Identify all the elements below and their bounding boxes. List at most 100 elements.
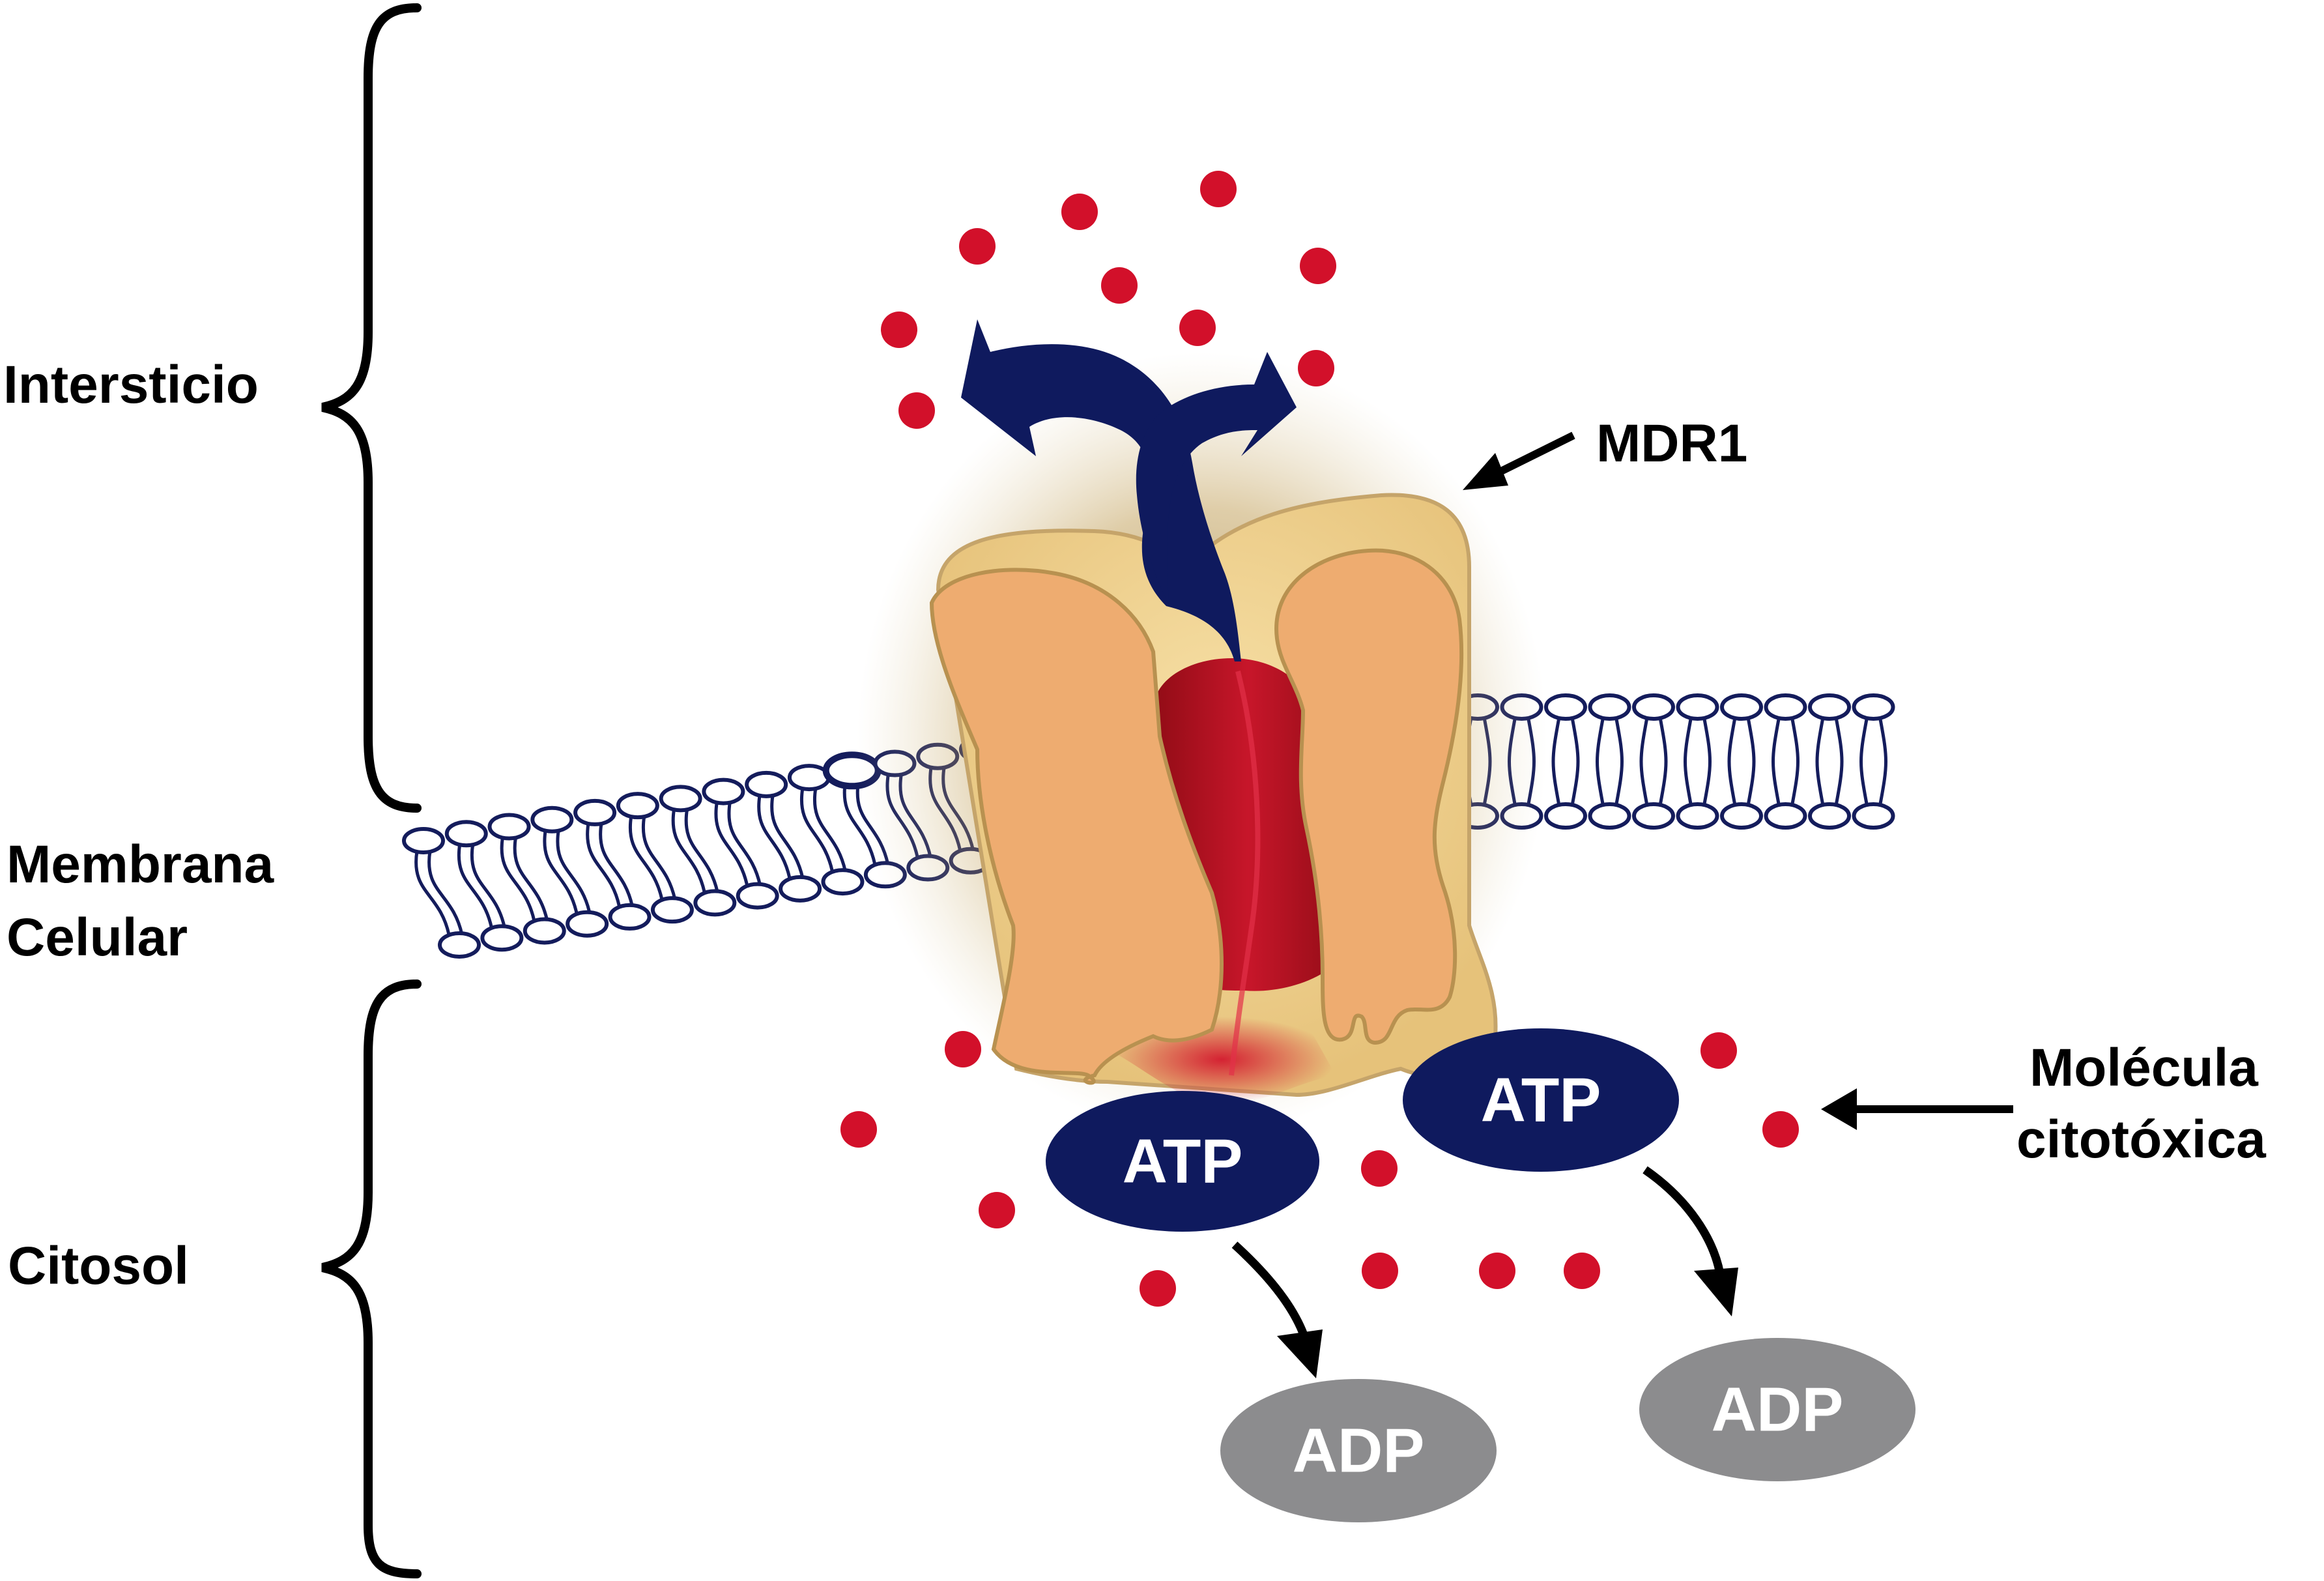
lipid-head-lower bbox=[566, 910, 609, 938]
lipid-tail bbox=[543, 830, 579, 914]
lipid-tail bbox=[641, 815, 677, 900]
lipid-head-lower bbox=[821, 868, 865, 896]
lipid-head-lower bbox=[1808, 802, 1851, 830]
lipid-tail bbox=[714, 802, 749, 886]
cytotoxic-molecule bbox=[1479, 1253, 1515, 1289]
protein-left-half bbox=[929, 568, 1224, 1085]
lipid-tail bbox=[1878, 717, 1887, 806]
lipid-head-upper bbox=[487, 813, 531, 841]
cytotoxic-molecule bbox=[1700, 1032, 1737, 1069]
adp-right-label: ADP bbox=[1712, 1375, 1844, 1445]
lipid-head-lower bbox=[1720, 802, 1763, 830]
lipid-head-lower bbox=[650, 896, 694, 924]
adp-right: ADP bbox=[1639, 1338, 1915, 1481]
cytotoxic-molecule bbox=[1200, 171, 1237, 207]
cytotoxic-molecule bbox=[959, 228, 996, 265]
lipid-tail bbox=[1684, 717, 1693, 806]
lipid-tail bbox=[1551, 717, 1561, 806]
lipid-tail bbox=[1596, 717, 1605, 806]
reaction-arrow-right-head bbox=[1694, 1268, 1738, 1316]
lipid-head-lower bbox=[1764, 802, 1807, 830]
lipid-tail bbox=[414, 850, 451, 935]
molecula-label-line1: Molécula bbox=[2030, 1038, 2258, 1097]
lipid-tail bbox=[1727, 717, 1737, 806]
lipid-head-lower bbox=[438, 931, 481, 959]
lipid-head-lower bbox=[693, 889, 737, 917]
cytotoxic-molecules bbox=[840, 171, 1799, 1307]
lipid-tail bbox=[556, 830, 592, 914]
lipid-head-lower bbox=[1632, 802, 1675, 830]
atp-left-label: ATP bbox=[1123, 1127, 1243, 1197]
mdr1-protein bbox=[857, 352, 1547, 1134]
lipid-tail bbox=[1639, 717, 1649, 806]
lipid-tail bbox=[1570, 717, 1580, 806]
membrana-label-line1: Membrana bbox=[7, 835, 274, 894]
lipid-tail bbox=[1746, 717, 1756, 806]
molecule-pointer-head bbox=[1821, 1088, 1857, 1130]
citosol-label: Citosol bbox=[8, 1236, 189, 1296]
lipid-head-lower bbox=[1544, 802, 1587, 830]
cytotoxic-molecule bbox=[1361, 1150, 1398, 1187]
lipid-tail bbox=[1614, 717, 1624, 806]
atp-right: ATP bbox=[1403, 1028, 1679, 1172]
lipid-tail bbox=[727, 802, 762, 886]
atp-left-oval bbox=[1046, 1091, 1319, 1232]
lipid-tail bbox=[586, 822, 621, 907]
lipid-tail bbox=[800, 787, 834, 872]
lipid-head-upper bbox=[1676, 693, 1719, 721]
citosol-bracket bbox=[321, 979, 422, 1578]
lipid-tail bbox=[757, 794, 792, 879]
lipid-head-lower bbox=[736, 882, 779, 910]
lipid-tail bbox=[1815, 717, 1825, 806]
cytotoxic-molecule bbox=[1101, 267, 1138, 304]
lipid-head-upper bbox=[1764, 693, 1807, 721]
lipid-head-upper bbox=[1852, 693, 1895, 721]
lipid-head-upper bbox=[702, 777, 745, 805]
efflux-arrows-icon bbox=[961, 319, 1297, 661]
lipid-tail bbox=[770, 794, 805, 879]
lipid-head-upper bbox=[745, 770, 788, 798]
molecula-label-line2: citotóxica bbox=[2016, 1110, 2266, 1169]
cytotoxic-molecule bbox=[1179, 310, 1216, 346]
cytotoxic-molecule bbox=[840, 1111, 877, 1148]
lipid-head-upper bbox=[573, 798, 617, 826]
lipid-tail bbox=[427, 850, 464, 935]
lipid-head-upper bbox=[530, 805, 574, 834]
cytotoxic-molecule bbox=[1140, 1270, 1176, 1307]
cytotoxic-molecule bbox=[1300, 248, 1336, 284]
lipid-tail bbox=[1834, 717, 1844, 806]
lipid-tail bbox=[813, 787, 847, 872]
atp-right-oval bbox=[1403, 1028, 1679, 1172]
lipid-head-upper bbox=[1808, 693, 1851, 721]
lipid-head-lower bbox=[1588, 802, 1631, 830]
lipid-tail bbox=[513, 837, 549, 921]
lipid-tail bbox=[1790, 717, 1800, 806]
cytotoxic-molecule bbox=[1564, 1253, 1600, 1289]
lipid-head-lower bbox=[523, 917, 566, 945]
reaction-arrow-left-head bbox=[1277, 1329, 1323, 1378]
efflux-arrow-left bbox=[961, 319, 1241, 661]
lipid-head-upper bbox=[444, 820, 488, 848]
lipid-head-upper bbox=[1588, 693, 1631, 721]
cytotoxic-molecule bbox=[898, 392, 935, 429]
lipid-tail bbox=[628, 815, 664, 900]
cytotoxic-molecule bbox=[979, 1192, 1015, 1228]
mdr1-pointer-head bbox=[1463, 453, 1508, 490]
lipid-tail bbox=[1658, 717, 1668, 806]
lipid-head-lower bbox=[608, 903, 652, 931]
lipid-head-upper bbox=[402, 827, 445, 854]
lipid-head-upper bbox=[659, 785, 702, 813]
lipid-tail bbox=[500, 837, 536, 921]
adp-left-label: ADP bbox=[1293, 1416, 1425, 1486]
membrana-label-line2: Celular bbox=[7, 908, 188, 967]
cytotoxic-molecule bbox=[881, 312, 917, 348]
lipid-head-lower bbox=[1852, 802, 1895, 830]
cytotoxic-molecule bbox=[1061, 194, 1098, 230]
lipid-tail bbox=[470, 843, 506, 928]
lipid-head-upper bbox=[616, 792, 659, 820]
intersticio-label: Intersticio bbox=[3, 355, 259, 414]
efflux-arrow-right-main bbox=[1136, 352, 1297, 606]
cytotoxic-molecule bbox=[945, 1031, 981, 1067]
adp-left: ADP bbox=[1220, 1379, 1497, 1522]
